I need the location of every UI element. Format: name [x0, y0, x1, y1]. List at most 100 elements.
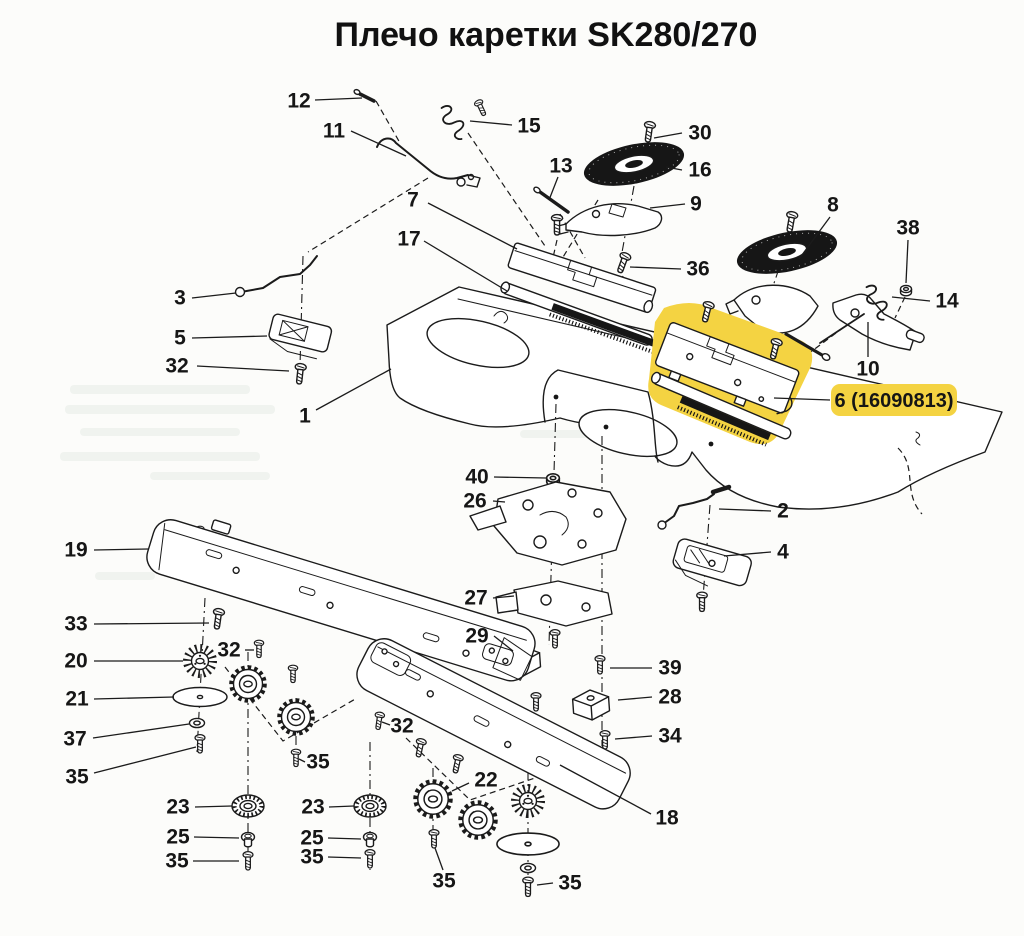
- part-number-label: 20: [64, 650, 87, 673]
- part-number-label: 9: [690, 193, 702, 216]
- part-37-washer-icon: [188, 717, 206, 729]
- part-number-label: 34: [658, 725, 682, 748]
- part-number-label: 35: [558, 872, 582, 895]
- part-callout-32-40: 32: [381, 715, 414, 738]
- part-number-label: 17: [397, 228, 420, 251]
- part-callout-25-38: 25: [300, 827, 362, 850]
- gear-icon: [232, 668, 265, 701]
- part-number-label: 39: [658, 657, 681, 680]
- part-callout-21-31: 21: [65, 688, 175, 711]
- part-callout-1-17: 1: [299, 368, 392, 428]
- part-callout-8-10: 8: [798, 194, 839, 260]
- part-number-label: 14: [935, 290, 959, 313]
- part-number-label: 21: [65, 688, 89, 711]
- part-number-label: 5: [174, 327, 186, 350]
- part-number-label: 29: [465, 625, 488, 648]
- part-6-bracket: [655, 322, 800, 415]
- part-number-label: 15: [517, 115, 541, 138]
- part-28-block: [571, 688, 611, 722]
- part-14-spring: [819, 283, 893, 344]
- page-title: Плечо каретки SK280/270: [335, 16, 758, 54]
- washer-icon: [519, 862, 537, 874]
- part-number-label: 16: [688, 159, 711, 182]
- part-26-bracket: [469, 481, 627, 566]
- part-number-label: 26: [463, 490, 486, 513]
- part-number-label: 3: [174, 287, 186, 310]
- part-callout-36-9: 36: [629, 258, 710, 281]
- part-number-label: 35: [432, 870, 456, 893]
- part-32-screw-icon: [253, 639, 265, 659]
- part-number-label: 23: [301, 796, 324, 819]
- part-number-label: 32: [165, 355, 188, 378]
- disc-icon: [496, 832, 560, 856]
- part-21-disc: [172, 686, 228, 708]
- part-3-wire: [234, 255, 318, 298]
- needle-brush-strip-bottom: [677, 396, 771, 447]
- part-callout-12-0: 12: [287, 90, 363, 113]
- part-callout-39-24: 39: [610, 657, 682, 680]
- part-35-screw-icon: [290, 748, 302, 768]
- part-callout-7-7: 7: [407, 189, 518, 250]
- part-callout-23-37: 23: [301, 796, 355, 819]
- part-number-label: 32: [217, 639, 240, 662]
- part-number-label: 33: [64, 613, 87, 636]
- part-callout-16-5: 16: [665, 159, 712, 182]
- screw-icon: [449, 753, 465, 775]
- part-number-label: 35: [65, 766, 89, 789]
- part-number-label: 8: [827, 194, 839, 217]
- part-number-label: 23: [166, 796, 189, 819]
- part-number-label: 10: [856, 358, 879, 381]
- part-callout-35-39: 35: [300, 846, 362, 869]
- part-35-screw-icon: [522, 876, 534, 898]
- spike-wheel-icon: [516, 789, 541, 814]
- part-19-arm-plate: [146, 519, 536, 682]
- part-number-label: 28: [658, 686, 682, 709]
- part-33-screw-icon: [210, 607, 226, 631]
- part-callout-35-33: 35: [65, 746, 197, 789]
- part-callout-19-27: 19: [64, 539, 149, 562]
- part-35-screw-icon: [242, 851, 254, 871]
- part-callout-35-43: 35: [432, 847, 456, 893]
- part-number-label: 27: [464, 587, 487, 610]
- part-number-label: 22: [474, 769, 497, 792]
- part-11-lever: [376, 137, 481, 188]
- part-number-label: 35: [306, 751, 330, 774]
- part-2-wire: [657, 484, 732, 530]
- part-number-label: 25: [300, 827, 324, 850]
- part-callout-2-20: 2: [718, 500, 789, 523]
- part-number-label: 38: [896, 217, 920, 240]
- part-number-label: 12: [287, 90, 310, 113]
- part-number-label: 36: [686, 258, 709, 281]
- part-30-screw-icon: [641, 120, 657, 144]
- part-callout-33-28: 33: [64, 613, 210, 636]
- part-23-wheel: [354, 795, 386, 817]
- screw-icon: [549, 629, 561, 649]
- part-callout-11-1: 11: [323, 120, 407, 157]
- part-callout-27-22: 27: [464, 587, 515, 610]
- part-number-label: 2: [777, 500, 789, 523]
- part-callout-20-29: 20: [64, 650, 183, 673]
- part-callout-9-6: 9: [649, 193, 702, 216]
- part-callout-13-3: 13: [548, 155, 573, 201]
- screw-icon: [287, 664, 299, 684]
- part-13-pin: [533, 186, 570, 214]
- part-callout-3-14: 3: [174, 287, 237, 310]
- part-callout-10-13: 10: [856, 322, 880, 381]
- part-35-screw-icon: [194, 734, 206, 754]
- part-callout-32-30: 32: [217, 639, 254, 662]
- part-callout-15-2: 15: [469, 115, 541, 138]
- part-callout-14-12: 14: [891, 290, 959, 313]
- part-8-bracket: [725, 284, 819, 334]
- part-22-gear-icon: [461, 803, 496, 838]
- part-callout-26-19: 26: [463, 490, 506, 513]
- page-showthrough-smudges: [60, 385, 610, 580]
- part-27-bracket: [495, 580, 613, 627]
- part-number-label: 19: [64, 539, 87, 562]
- part-9-bracket: [557, 203, 663, 237]
- part-callout-35-42: 35: [298, 751, 330, 774]
- part-15-spring: [435, 98, 489, 141]
- part-38-nut-icon: [899, 284, 913, 297]
